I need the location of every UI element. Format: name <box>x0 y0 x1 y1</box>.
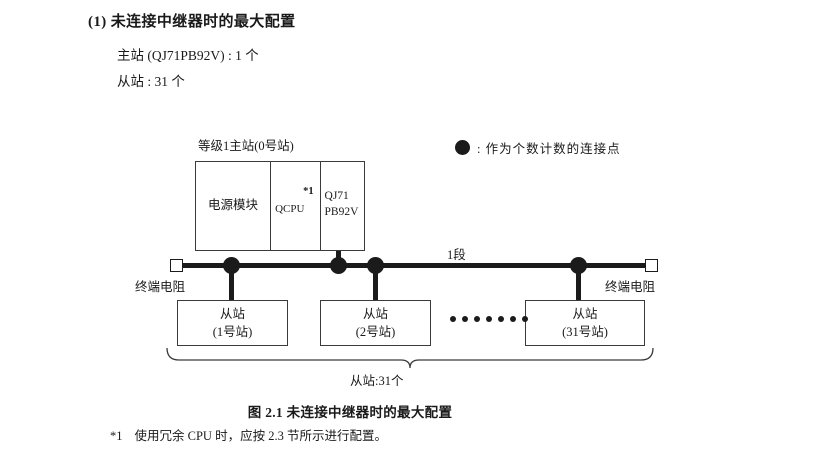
slave-group-brace <box>166 347 654 369</box>
qcpu-footnote-mark: *1 <box>303 186 314 197</box>
slave-station-box: 从站 (31号站) <box>525 300 645 346</box>
terminator-right-icon <box>645 259 658 272</box>
master-rack-label: 等级1主站(0号站) <box>198 139 294 153</box>
legend: : 作为个数计数的连接点 <box>455 138 621 157</box>
ellipsis-dot <box>462 316 468 322</box>
section-number: (1) <box>88 14 107 30</box>
connection-node-slave2 <box>367 257 384 274</box>
section-heading: (1)未连接中继器时的最大配置 <box>88 10 296 31</box>
slave31-drop-line <box>576 266 581 301</box>
bus-trunk-line <box>182 263 658 268</box>
slave-station-box: 从站 (2号站) <box>320 300 431 346</box>
power-module-label: 电源模块 <box>208 198 259 213</box>
slave-title: 从站 <box>219 306 245 321</box>
ellipsis-dot <box>498 316 504 322</box>
network-module-label-line2: PB92V <box>324 205 359 218</box>
qcpu-label: QCPU <box>275 203 305 215</box>
slave-title: 从站 <box>362 306 388 321</box>
connection-node-slave1 <box>223 257 240 274</box>
slave-station-number: (2号站) <box>355 325 396 339</box>
filled-circle-marker-icon <box>455 140 470 155</box>
ellipsis-dots <box>450 316 528 322</box>
footnote-mark: *1 <box>110 429 123 443</box>
brace-label: 从站:31个 <box>350 374 404 388</box>
ellipsis-dot <box>450 316 456 322</box>
terminator-right-label: 终端电阻 <box>605 280 656 294</box>
slave1-drop-line <box>229 266 234 301</box>
ellipsis-dot <box>522 316 528 322</box>
section-title: 未连接中继器时的最大配置 <box>110 14 296 30</box>
ellipsis-dot <box>510 316 516 322</box>
slave-title: 从站 <box>572 306 598 321</box>
network-module-label-line1: QJ71 <box>324 190 349 202</box>
power-module-cell: 电源模块 <box>196 162 272 250</box>
connection-node-master <box>330 257 347 274</box>
terminator-left-icon <box>170 259 183 272</box>
slave-station-number: (31号站) <box>562 325 608 339</box>
qcpu-cell: *1 QCPU <box>271 162 321 250</box>
spec-master-line: 主站 (QJ71PB92V) : 1 个 <box>117 48 259 63</box>
footnote: *1 使用冗余 CPU 时，应按 2.3 节所示进行配置。 <box>110 425 387 444</box>
ellipsis-dot <box>486 316 492 322</box>
segment-label: 1段 <box>447 248 466 262</box>
slave2-drop-line <box>373 266 378 301</box>
ellipsis-dot <box>474 316 480 322</box>
slave-station-number: (1号站) <box>212 325 253 339</box>
connection-node-slave31 <box>570 257 587 274</box>
footnote-text: 使用冗余 CPU 时，应按 2.3 节所示进行配置。 <box>134 429 387 443</box>
network-module-cell: QJ71 PB92V <box>321 162 364 250</box>
master-rack: 电源模块 *1 QCPU QJ71 PB92V <box>195 161 365 251</box>
network-module-label: QJ71 PB92V <box>325 189 359 220</box>
terminator-left-label: 终端电阻 <box>135 280 186 294</box>
slave-station-box: 从站 (1号站) <box>177 300 288 346</box>
figure-caption: 图 2.1 未连接中继器时的最大配置 <box>247 405 453 420</box>
legend-label: : 作为个数计数的连接点 <box>477 142 621 156</box>
spec-slave-line: 从站 : 31 个 <box>117 74 185 89</box>
